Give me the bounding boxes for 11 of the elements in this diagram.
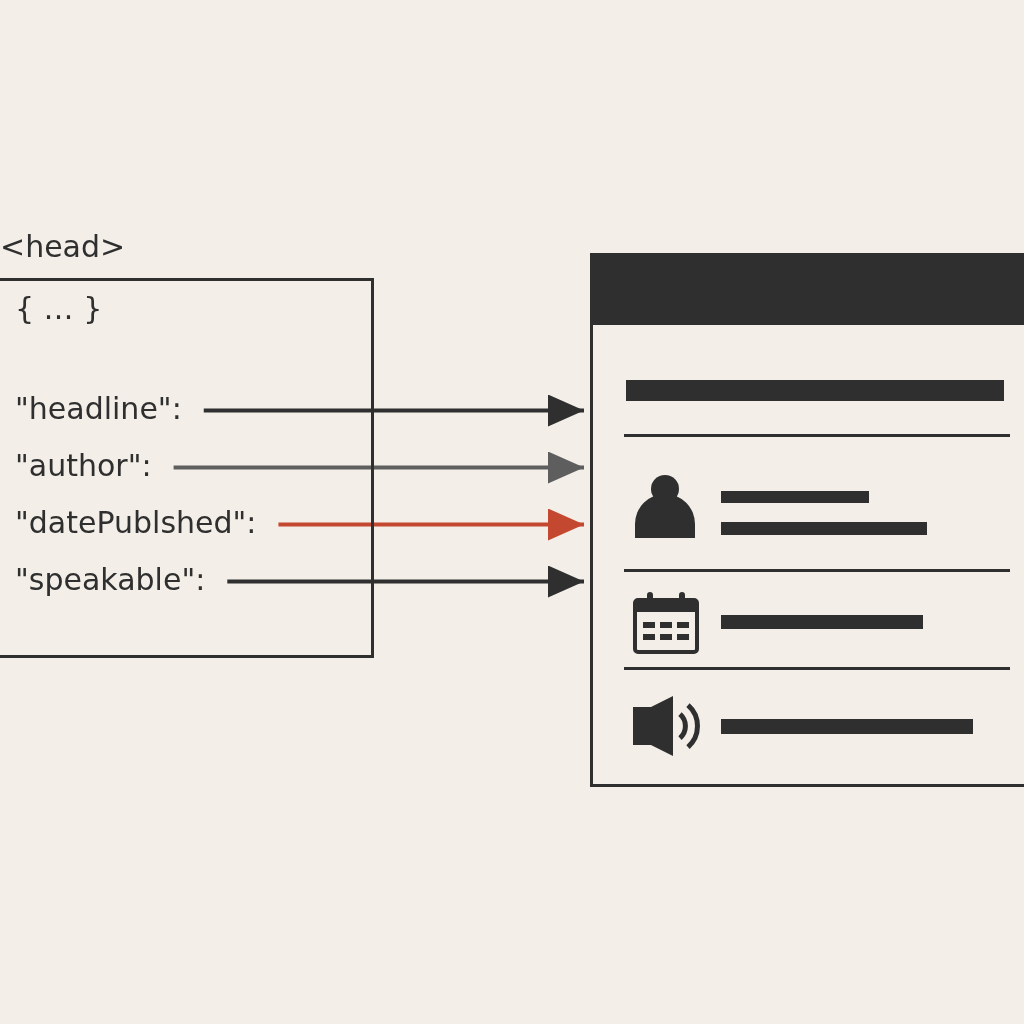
arrow (227, 565, 584, 598)
arrow (173, 451, 584, 484)
code-key: "speakable": (15, 563, 206, 596)
arrow (278, 508, 584, 541)
code-key: "datePublshed": (15, 506, 257, 539)
tag-label: <head> (0, 229, 126, 264)
web-page-mockup (590, 253, 1024, 787)
code-text: { … } (15, 291, 103, 326)
code-key: "author": (15, 449, 152, 482)
code-key: "headline": (15, 392, 182, 425)
arrow (203, 394, 584, 427)
